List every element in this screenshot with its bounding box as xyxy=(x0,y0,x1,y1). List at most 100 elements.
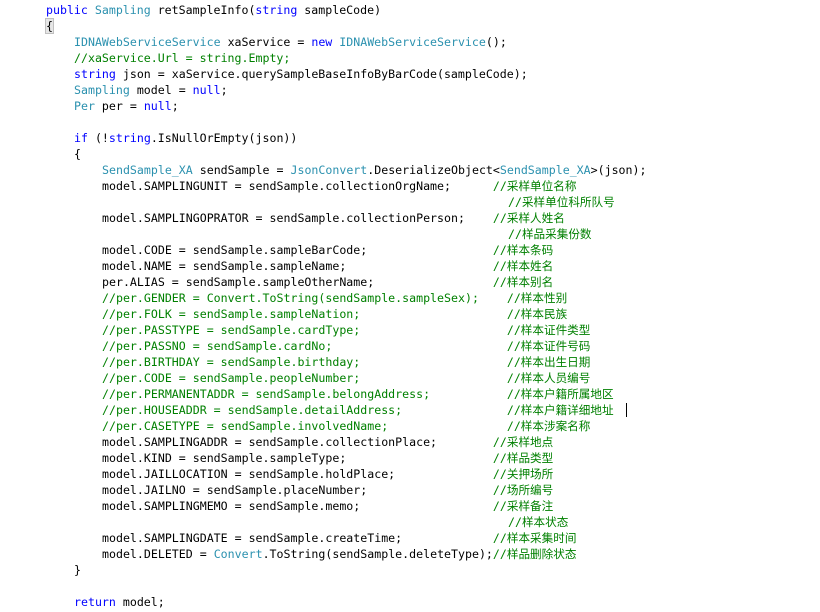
code-line[interactable]: //per.GENDER = Convert.ToString(sendSamp… xyxy=(102,290,567,306)
code-token: model.SAMPLINGDATE = sendSample.createTi… xyxy=(102,531,493,545)
code-token: model.SAMPLINGMEMO = sendSample.memo; xyxy=(102,499,493,513)
code-token: //采样地点 xyxy=(492,435,554,449)
code-token: SendSample_XA xyxy=(499,163,591,177)
code-token: .DeserializeObject< xyxy=(367,163,500,177)
code-token: sendSample = xyxy=(192,163,291,177)
code-token: Convert xyxy=(213,547,263,561)
code-line[interactable]: //per.PASSTYPE = sendSample.cardType; //… xyxy=(102,322,590,338)
code-token: //per.PERMANENTADDR = sendSample.belongA… xyxy=(102,387,614,401)
code-line[interactable]: //样品采集份数 xyxy=(508,226,592,242)
code-token: model.SAMPLINGOPRATOR = sendSample.colle… xyxy=(102,211,493,225)
code-token: >(json); xyxy=(590,163,647,177)
code-token: SendSample_XA xyxy=(102,163,193,177)
code-line[interactable]: model.CODE = sendSample.sampleBarCode; /… xyxy=(102,242,553,258)
code-token: //per.CASETYPE = sendSample.involvedName… xyxy=(102,419,591,433)
code-line[interactable]: model.SAMPLINGOPRATOR = sendSample.colle… xyxy=(102,210,565,226)
code-line[interactable]: //xaService.Url = string.Empty; xyxy=(74,50,290,66)
code-line[interactable]: Per per = null; xyxy=(74,98,179,114)
code-token: (! xyxy=(87,131,109,145)
code-token: //样本状态 xyxy=(508,515,569,529)
code-token: json = xaService.querySampleBaseInfoByBa… xyxy=(115,67,528,81)
code-line[interactable]: IDNAWebServiceService xaService = new ID… xyxy=(74,34,507,50)
code-token: string xyxy=(74,67,116,81)
code-line[interactable]: //per.PASSNO = sendSample.cardNo; //样本证件… xyxy=(102,338,590,354)
code-token: IDNAWebServiceService xyxy=(74,35,221,49)
code-token xyxy=(88,3,95,17)
code-token: Sampling xyxy=(94,3,151,17)
code-line[interactable]: //per.CASETYPE = sendSample.involvedName… xyxy=(102,418,590,434)
code-token: if xyxy=(74,131,88,145)
code-token: model.JAILNO = sendSample.placeNumber; xyxy=(102,483,493,497)
code-token: model.KIND = sendSample.sampleType; xyxy=(102,451,493,465)
code-token: JsonConvert xyxy=(290,163,368,177)
code-token: (); xyxy=(485,35,507,49)
code-token: retSampleInfo( xyxy=(150,3,256,17)
code-token: null xyxy=(143,99,172,113)
code-token: ; xyxy=(220,83,228,97)
code-line[interactable]: model.DELETED = Convert.ToString(sendSam… xyxy=(102,546,576,562)
code-line[interactable]: if (!string.IsNullOrEmpty(json)) xyxy=(74,130,297,146)
code-line[interactable]: //per.PERMANENTADDR = sendSample.belongA… xyxy=(102,386,614,402)
code-token: null xyxy=(192,83,221,97)
code-token: public xyxy=(46,3,88,17)
text-caret xyxy=(626,403,627,417)
code-token: //采样单位名称 xyxy=(492,179,577,193)
code-token: //关押场所 xyxy=(492,467,554,481)
code-token: //per.PASSNO = sendSample.cardNo; //样本证件… xyxy=(102,339,591,353)
code-token: //per.CODE = sendSample.peopleNumber; //… xyxy=(102,371,591,385)
code-token: .ToString(sendSample.deleteType); xyxy=(262,547,493,561)
code-line[interactable]: //采样单位科所队号 xyxy=(508,194,615,210)
code-token: xaService = xyxy=(220,35,312,49)
code-line[interactable]: model.NAME = sendSample.sampleName; //样本… xyxy=(102,258,553,274)
code-token: per.ALIAS = sendSample.sampleOtherName; xyxy=(102,275,493,289)
code-token: //样本姓名 xyxy=(492,259,554,273)
code-token: //per.GENDER = Convert.ToString(sendSamp… xyxy=(102,291,568,305)
code-line[interactable]: model.SAMPLINGMEMO = sendSample.memo; //… xyxy=(102,498,553,514)
code-token: //样品删除状态 xyxy=(492,547,577,561)
code-line[interactable]: SendSample_XA sendSample = JsonConvert.D… xyxy=(102,162,646,178)
code-token: Sampling xyxy=(74,83,130,97)
code-line[interactable]: per.ALIAS = sendSample.sampleOtherName; … xyxy=(102,274,553,290)
code-line[interactable]: model.JAILLOCATION = sendSample.holdPlac… xyxy=(102,466,553,482)
code-token: //采样单位科所队号 xyxy=(508,195,615,209)
code-line[interactable]: model.SAMPLINGDATE = sendSample.createTi… xyxy=(102,530,576,546)
code-token: model.SAMPLINGADDR = sendSample.collecti… xyxy=(102,435,493,449)
code-token: model = xyxy=(129,83,193,97)
code-line[interactable]: { xyxy=(45,18,54,34)
code-line[interactable]: //per.FOLK = sendSample.sampleNation; //… xyxy=(102,306,567,322)
code-line[interactable]: return model; xyxy=(74,594,165,610)
code-token: per = xyxy=(94,99,144,113)
code-token: //per.HOUSEADDR = sendSample.detailAddre… xyxy=(102,403,614,417)
code-line[interactable]: model.SAMPLINGUNIT = sendSample.collecti… xyxy=(102,178,576,194)
code-line[interactable]: model.KIND = sendSample.sampleType; //样品… xyxy=(102,450,553,466)
code-line[interactable]: //per.BIRTHDAY = sendSample.birthday; //… xyxy=(102,354,590,370)
code-token: //采样备注 xyxy=(492,499,554,513)
code-token: model.SAMPLINGUNIT = sendSample.collecti… xyxy=(102,179,493,193)
code-line[interactable]: } xyxy=(74,562,81,578)
code-token: //样本采集时间 xyxy=(492,531,577,545)
code-token: //场所编号 xyxy=(492,483,554,497)
code-line[interactable]: //样本状态 xyxy=(508,514,568,530)
code-line[interactable]: model.JAILNO = sendSample.placeNumber; /… xyxy=(102,482,553,498)
code-token: //样本条码 xyxy=(492,243,554,257)
code-line[interactable]: string json = xaService.querySampleBaseI… xyxy=(74,66,528,82)
code-token: { xyxy=(45,18,54,34)
code-token: //xaService.Url = string.Empty; xyxy=(74,51,291,65)
code-line[interactable]: { xyxy=(74,146,81,162)
code-line[interactable]: //per.HOUSEADDR = sendSample.detailAddre… xyxy=(102,402,614,418)
code-token: //采样人姓名 xyxy=(492,211,565,225)
code-token: model.CODE = sendSample.sampleBarCode; xyxy=(102,243,493,257)
code-token: model.JAILLOCATION = sendSample.holdPlac… xyxy=(102,467,493,481)
code-token: //样品采集份数 xyxy=(508,227,592,241)
code-line[interactable]: //per.CODE = sendSample.peopleNumber; //… xyxy=(102,370,590,386)
code-line[interactable]: Sampling model = null; xyxy=(74,82,228,98)
code-token: } xyxy=(74,563,81,577)
code-token: model.NAME = sendSample.sampleName; xyxy=(102,259,493,273)
code-line[interactable]: public Sampling retSampleInfo(string sam… xyxy=(46,2,381,18)
code-token: //per.PASSTYPE = sendSample.cardType; //… xyxy=(102,323,591,337)
code-line[interactable]: model.SAMPLINGADDR = sendSample.collecti… xyxy=(102,434,553,450)
code-token: sampleCode) xyxy=(297,3,382,17)
code-token: .IsNullOrEmpty(json)) xyxy=(150,131,298,145)
code-token: { xyxy=(74,147,81,161)
